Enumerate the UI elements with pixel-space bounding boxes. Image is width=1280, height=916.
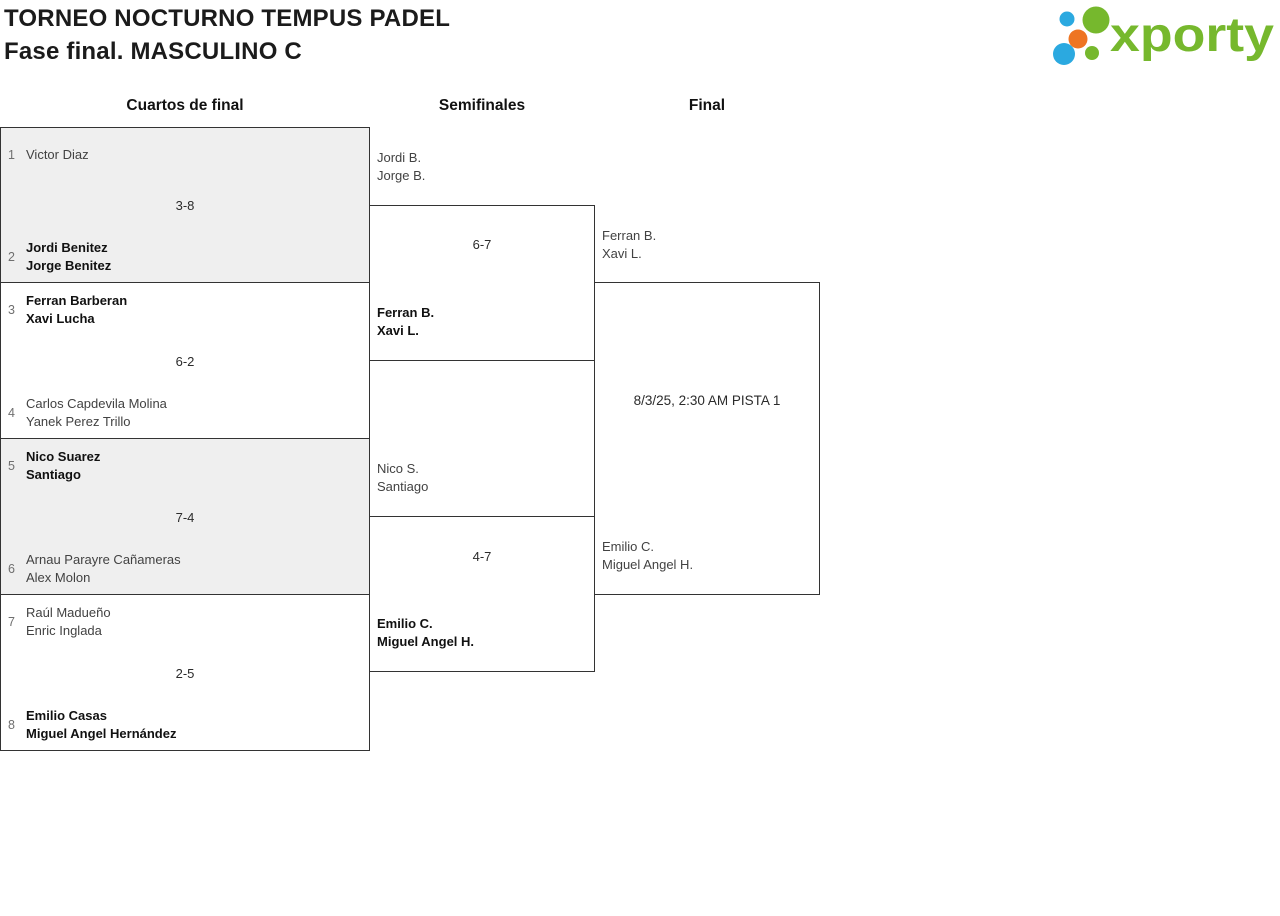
player-name: Emilio C. — [602, 539, 655, 554]
tournament-name: TORNEO NOCTURNO TEMPUS PADEL — [4, 5, 451, 32]
team-qf4-bottom: 8 Emilio Casas Miguel Angel Hernández — [8, 707, 176, 743]
team-final-top: Ferran B. Xavi L. — [602, 227, 656, 263]
match-box-final[interactable] — [594, 282, 820, 595]
match-box-qf1[interactable] — [0, 127, 370, 283]
player-name: Miguel Angel H. — [602, 557, 694, 572]
match-score-qf1: 3-8 — [175, 198, 195, 213]
team-final-bottom: Emilio C. Miguel Angel H. — [602, 538, 693, 574]
round-header-final: Final — [688, 97, 726, 114]
team-sf1-bottom: Ferran B. Xavi L. — [377, 304, 434, 340]
player-name: Arnau Parayre Cañameras — [26, 552, 181, 567]
player-name: Emilio Casas — [26, 708, 107, 723]
seed-number: 1 — [8, 148, 15, 162]
player-name: Yanek Perez Trillo — [26, 414, 131, 429]
match-score-qf3: 7-4 — [175, 510, 195, 525]
player-name: Miguel Angel Hernández — [26, 726, 177, 741]
seed-number: 6 — [8, 562, 15, 576]
player-name: Emilio C. — [377, 616, 433, 631]
round-header-semifinales: Semifinales — [438, 97, 526, 114]
team-sf2-top: Nico S. Santiago — [377, 460, 428, 496]
player-name: Jorge Benitez — [26, 258, 112, 273]
player-name: Jorge B. — [377, 168, 426, 183]
logo-dots-icon — [1053, 6, 1110, 65]
seed-number: 7 — [8, 615, 15, 629]
team-qf1-top: 1 Victor Diaz — [8, 146, 89, 164]
seed-number: 3 — [8, 303, 15, 317]
seed-number: 4 — [8, 406, 15, 420]
player-name: Nico S. — [377, 461, 419, 476]
team-qf4-top: 7 Raúl Madueño Enric Inglada — [8, 604, 111, 640]
team-qf2-bottom: 4 Carlos Capdevila Molina Yanek Perez Tr… — [8, 395, 167, 431]
page-title: TORNEO NOCTURNO TEMPUS PADEL Fase final.… — [4, 2, 450, 68]
player-name: Jordi Benitez — [26, 240, 108, 255]
player-name: Miguel Angel H. — [377, 634, 475, 649]
match-score-qf4: 2-5 — [175, 666, 195, 681]
player-name: Xavi L. — [377, 323, 419, 338]
phase-category: Fase final. MASCULINO C — [4, 38, 302, 65]
seed-number: 5 — [8, 459, 15, 473]
team-qf1-bottom: 2 Jordi Benitez Jorge Benitez — [8, 239, 111, 275]
match-box-qf3[interactable] — [0, 438, 370, 595]
match-score-qf2: 6-2 — [175, 354, 195, 369]
player-name: Ferran B. — [602, 228, 657, 243]
player-name: Santiago — [26, 467, 81, 482]
final-schedule: 8/3/25, 2:30 AM PISTA 1 — [633, 393, 781, 408]
player-name: Raúl Madueño — [26, 605, 111, 620]
player-name: Victor Diaz — [26, 147, 89, 162]
team-qf2-top: 3 Ferran Barberan Xavi Lucha — [8, 292, 127, 328]
player-name: Carlos Capdevila Molina — [26, 396, 167, 411]
seed-number: 8 — [8, 718, 15, 732]
player-name: Jordi B. — [377, 150, 422, 165]
match-score-sf1: 6-7 — [472, 237, 492, 252]
player-name: Alex Molon — [26, 570, 91, 585]
team-qf3-top: 5 Nico Suarez Santiago — [8, 448, 100, 484]
logo-wordmark: xporty — [1110, 9, 1274, 62]
xporty-logo[interactable]: xporty — [1040, 0, 1280, 75]
team-sf1-top: Jordi B. Jorge B. — [377, 149, 425, 185]
match-score-sf2: 4-7 — [472, 549, 492, 564]
seed-number: 2 — [8, 250, 15, 264]
player-name: Xavi L. — [602, 246, 642, 261]
player-name: Nico Suarez — [26, 449, 101, 464]
player-name: Enric Inglada — [26, 623, 102, 638]
round-header-cuartos: Cuartos de final — [126, 97, 244, 114]
player-name: Ferran B. — [377, 305, 435, 320]
team-qf3-bottom: 6 Arnau Parayre Cañameras Alex Molon — [8, 551, 181, 587]
match-box-qf4[interactable] — [0, 594, 370, 751]
team-sf2-bottom: Emilio C. Miguel Angel H. — [377, 615, 474, 651]
player-name: Santiago — [377, 479, 429, 494]
player-name: Xavi Lucha — [26, 311, 95, 326]
player-name: Ferran Barberan — [26, 293, 128, 308]
